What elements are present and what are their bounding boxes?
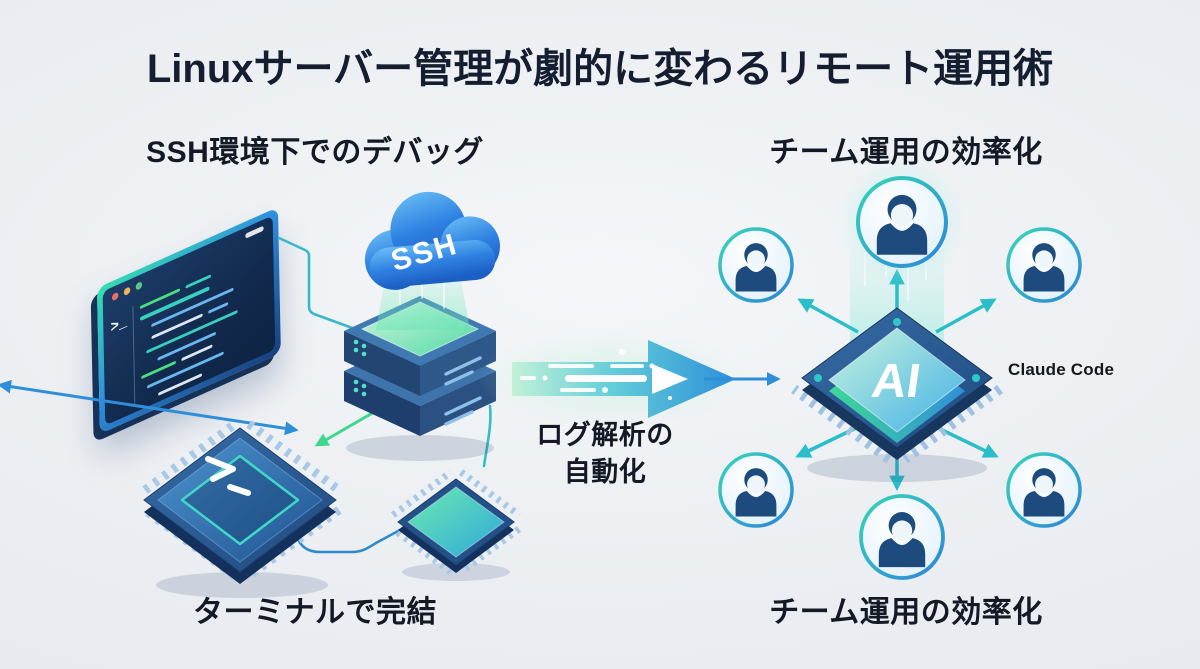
section-label-team-top: チーム運用の効率化 <box>769 136 1043 169</box>
ssh-cloud-icon: SSH <box>364 191 501 290</box>
small-chip-pins <box>390 469 522 575</box>
connector-terminal-to-server <box>277 236 368 335</box>
chip-prompt-icon <box>205 456 251 496</box>
user-avatar-bottom-center <box>859 494 945 580</box>
user-avatar-bottom-left <box>718 452 794 528</box>
arrow-caption: ログ解析の 自動化 <box>495 417 715 491</box>
arrow-to-user-top-right <box>935 298 997 334</box>
cpu-chip-icon <box>142 420 342 598</box>
ai-chip-icon: AI <box>791 307 1003 482</box>
ai-chip-caption: Claude Code <box>1008 360 1115 379</box>
section-label-ssh-debug: SSH環境下でのデバッグ <box>146 136 484 169</box>
arrow-speed-lines <box>520 349 672 400</box>
ai-chip-label: AI <box>868 354 924 408</box>
arrow-to-user-bottom-right <box>937 426 999 458</box>
sync-arrow-blue <box>0 379 299 436</box>
arrow-to-user-top-left <box>797 298 859 334</box>
server-slots <box>444 356 482 426</box>
ai-chip-pins <box>791 384 1003 464</box>
server-led-dots <box>353 339 367 397</box>
section-label-terminal-done: ターミナルで完結 <box>193 596 437 629</box>
page-title: Linuxサーバー管理が劇的に変わるリモート運用術 <box>146 47 1054 91</box>
user-avatar-top-center <box>856 176 948 268</box>
small-chip-icon <box>390 469 522 581</box>
connector-server-to-small-chip <box>482 404 492 468</box>
flow-arrow-icon <box>477 331 781 427</box>
user-avatar-top-left <box>718 227 794 303</box>
arrow-caption-line1: ログ解析の <box>536 420 674 450</box>
section-label-team-bottom: チーム運用の効率化 <box>769 596 1043 629</box>
arrow-caption-line2: 自動化 <box>563 457 647 487</box>
user-avatar-top-right <box>1006 227 1082 303</box>
user-avatar-bottom-right <box>1006 452 1082 528</box>
